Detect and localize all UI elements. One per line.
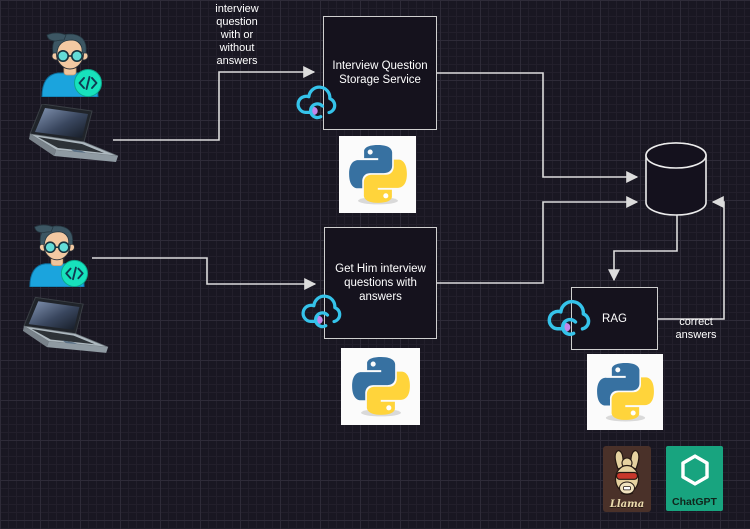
glasses-icon xyxy=(56,49,69,62)
python-logo-1[interactable] xyxy=(339,136,416,213)
node-storage-service[interactable]: Interview Question Storage Service xyxy=(323,16,437,130)
node-label: Interview Question Storage Service xyxy=(332,60,428,86)
connector-rag-to-database xyxy=(658,196,725,320)
python-logo-3[interactable] xyxy=(587,354,663,430)
connector-laptop1-to-storage xyxy=(113,66,316,141)
code-badge-icon xyxy=(74,69,102,97)
developer-icon-2[interactable] xyxy=(24,223,90,287)
developer-icon-1[interactable] xyxy=(36,31,104,97)
code-badge-icon xyxy=(60,259,89,287)
node-get-questions[interactable]: Get Him interview questions with answers xyxy=(324,227,437,339)
node-rag[interactable]: RAG xyxy=(571,287,658,350)
llama-icon xyxy=(614,449,640,495)
glasses-icon xyxy=(44,241,57,254)
sunglasses-icon xyxy=(615,471,639,480)
laptop-icon-2[interactable] xyxy=(22,296,110,362)
openai-logo-icon xyxy=(680,454,709,486)
node-label: RAG xyxy=(602,312,627,325)
cloud-service-icon-1[interactable] xyxy=(294,81,338,121)
database-icon[interactable] xyxy=(645,141,707,217)
cloud-service-icon-3[interactable] xyxy=(545,295,592,338)
connector-retrieval-to-database xyxy=(437,196,639,284)
laptop-icon-1[interactable] xyxy=(28,104,120,170)
connector-storage-to-database xyxy=(437,72,639,183)
label-interview-question: interview question with or without answe… xyxy=(215,3,259,67)
python-logo-2[interactable] xyxy=(341,348,420,425)
connector-database-to-rag xyxy=(608,215,678,282)
connector-developer2-to-retrieval xyxy=(92,257,317,290)
chatgpt-label: ChatGPT xyxy=(672,496,717,508)
node-label: Get Him interview questions with answers xyxy=(335,263,426,303)
label-correct-answers: correct answers xyxy=(675,316,717,341)
llama-logo-tile[interactable]: Llama xyxy=(603,446,651,512)
llama-label: Llama xyxy=(609,499,645,510)
chatgpt-logo-tile[interactable]: ChatGPT xyxy=(666,446,723,511)
cloud-service-icon-2[interactable] xyxy=(299,290,343,330)
